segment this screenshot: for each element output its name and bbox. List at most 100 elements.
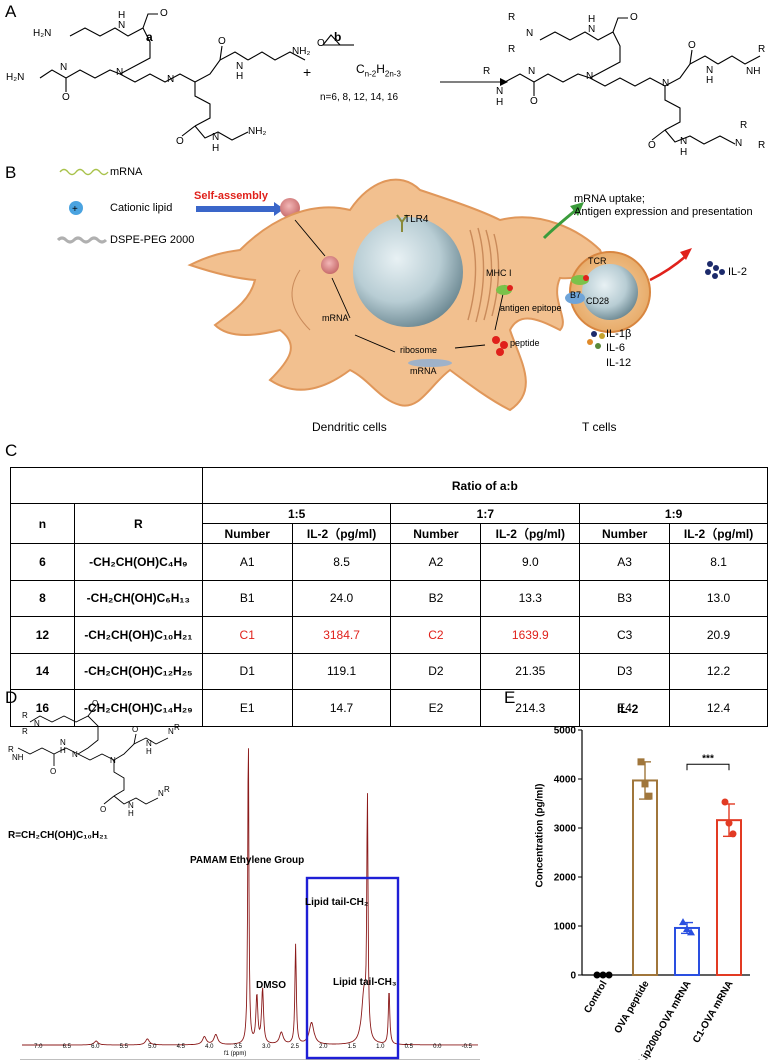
prod-n-left2: N <box>528 66 536 77</box>
nmr-x-tick: 0.0 <box>433 1044 442 1050</box>
il12-label: IL-12 <box>606 357 632 369</box>
y-tick-label: 4000 <box>554 775 577 786</box>
n-value: 6 <box>10 543 75 581</box>
cell-number: A1 <box>201 543 293 581</box>
svg-text:N: N <box>128 801 134 810</box>
svg-text:+: + <box>72 204 78 215</box>
atom-o-bottom: O <box>176 136 184 147</box>
legend-cationic-lipid-label: Cationic lipid <box>110 202 173 214</box>
table-row: 8 -CH₂CH(OH)C₆H₁₃ B1 24.0 B2 13.3 B3 13.… <box>10 579 768 617</box>
r-formula: -CH₂CH(OH)C₁₀H₂₁ <box>73 616 203 654</box>
prod-r-bottom1: R <box>740 120 748 131</box>
atom-n-top: N <box>118 20 126 31</box>
prod-h-bottom: H <box>680 147 688 158</box>
svg-text:N: N <box>158 789 164 798</box>
legend-mrna-label: mRNA <box>110 166 143 178</box>
table-row: 14 -CH₂CH(OH)C₁₂H₂₅ D1 119.1 D2 21.35 D3… <box>10 652 768 690</box>
r-formula: -CH₂CH(OH)C₁₄H₂₉ <box>73 689 203 727</box>
nmr-x-tick: 2.5 <box>290 1044 299 1050</box>
table-row: 12 -CH₂CH(OH)C₁₀H₂₁ C1 3184.7 C2 1639.9 … <box>10 616 768 654</box>
bar <box>716 819 742 976</box>
immune-mechanism-diagram: + <box>56 168 725 412</box>
nmr-x-tick: 5.0 <box>148 1044 157 1050</box>
cell-il2: 21.35 <box>480 652 581 690</box>
table-row: 6 -CH₂CH(OH)C₄H₉ A1 8.5 A2 9.0 A3 8.1 <box>10 543 768 581</box>
cell-number-highlight: C2 <box>390 616 482 654</box>
svg-text:R: R <box>174 723 180 732</box>
svg-text:N: N <box>168 727 174 736</box>
n-value: 12 <box>10 616 75 654</box>
r-header: R <box>73 503 203 544</box>
y-tick-label: 5000 <box>554 726 577 737</box>
nmr-x-tick: 0.5 <box>404 1044 413 1050</box>
cell-number: A3 <box>579 543 671 581</box>
table-row: 16 -CH₂CH(OH)C₁₄H₂₉ E1 14.7 E2 214.3 E4 … <box>10 689 768 727</box>
cell-il2: 13.3 <box>480 579 581 617</box>
prod-h-right: H <box>706 75 714 86</box>
prod-nh-left: N <box>496 86 504 97</box>
prod-o-right: O <box>688 40 696 51</box>
r-formula: -CH₂CH(OH)C₆H₁₃ <box>73 579 203 617</box>
atom-h2n-left: H₂N <box>6 72 25 83</box>
svg-text:H: H <box>128 809 134 818</box>
prod-n-top: N <box>588 24 596 35</box>
prod-o-top: O <box>630 12 638 23</box>
panel-label-a: A <box>5 2 17 21</box>
atom-h-bottom: H <box>212 143 220 154</box>
atom-nh2-bottom: NH₂ <box>248 126 267 137</box>
cell-number: E1 <box>201 689 293 727</box>
prod-h-left: H <box>496 97 504 108</box>
nmr-x-tick: 3.0 <box>262 1044 271 1050</box>
nmr-x-tick: -0.5 <box>461 1044 472 1050</box>
y-tick-label: 1000 <box>554 922 577 933</box>
significance-label: *** <box>702 753 714 764</box>
nmr-x-tick: 5.5 <box>119 1044 128 1050</box>
nmr-x-tick: 6.5 <box>62 1044 71 1050</box>
svg-text:O: O <box>92 700 98 708</box>
il6-label: IL-6 <box>606 342 625 354</box>
y-tick-label: 0 <box>570 971 576 982</box>
nmr-x-tick: 7.0 <box>34 1044 43 1050</box>
svg-text:O: O <box>100 805 106 814</box>
ratio-1-9: 1:9 <box>579 503 768 524</box>
lipid-region-box <box>305 876 400 1060</box>
dmso-label: DMSO <box>256 980 286 991</box>
t-cells-label: T cells <box>582 420 617 434</box>
cell-il2: 14.7 <box>291 689 392 727</box>
data-point <box>593 971 601 979</box>
r-formula: -CH₂CH(OH)C₄H₉ <box>73 543 203 581</box>
prod-r-2: R <box>508 44 516 55</box>
ratio-title: Ratio of a:b <box>201 467 769 504</box>
legend-dspe-peg-label: DSPE-PEG 2000 <box>110 234 195 246</box>
peptide-label: peptide <box>510 338 540 348</box>
prod-r-right: R <box>758 44 766 55</box>
prod-n-bottom: N <box>680 136 688 147</box>
svg-text:H: H <box>146 747 152 756</box>
data-point <box>725 819 733 827</box>
data-point <box>645 792 653 800</box>
svg-text:NH: NH <box>12 753 24 762</box>
cell-il2: 8.5 <box>291 543 392 581</box>
cell-number: E4 <box>579 689 671 727</box>
prod-n-core1: N <box>586 71 594 82</box>
r-formula: -CH₂CH(OH)C₁₂H₂₅ <box>73 652 203 690</box>
atom-o-epoxide: O <box>317 38 325 49</box>
nmr-x-tick: 4.5 <box>176 1044 185 1050</box>
svg-text:R: R <box>164 785 170 794</box>
prod-r-bottom2: R <box>758 140 766 151</box>
cell-il2-highlight: 3184.7 <box>291 616 392 654</box>
cell-il2: 8.1 <box>669 543 768 581</box>
svg-text:R: R <box>22 727 28 736</box>
tlr4-label: TLR4 <box>404 214 429 225</box>
cell-number: B1 <box>201 579 293 617</box>
prod-n-right: N <box>706 65 714 76</box>
cell-number: D2 <box>390 652 482 690</box>
self-assembly-label: Self-assembly <box>194 190 268 202</box>
data-point <box>687 928 695 936</box>
chain-formula: Cn-2H2n-3 <box>356 62 401 79</box>
data-point <box>605 971 613 979</box>
r-definition: R=CH₂CH(OH)C₁₀H₂₁ <box>8 830 108 841</box>
antigen-epitope-label: antigen epitope <box>500 303 562 313</box>
svg-text:N: N <box>146 739 152 748</box>
